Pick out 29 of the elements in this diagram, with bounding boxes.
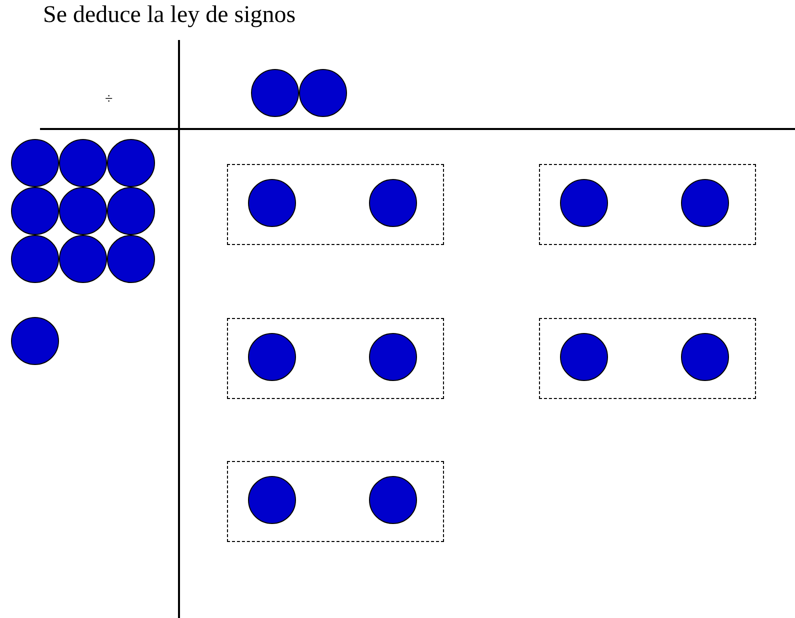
counter-circle [681, 333, 729, 381]
counter-circle [11, 317, 59, 365]
counter-circle [560, 333, 608, 381]
group-box [227, 318, 444, 399]
group-box [227, 461, 444, 542]
title: Se deduce la ley de signos [43, 2, 296, 29]
group-box [227, 164, 444, 245]
counter-circle [11, 187, 59, 235]
group-box [539, 318, 756, 399]
counter-circle [560, 179, 608, 227]
counter-circle [248, 476, 296, 524]
counter-circle [248, 179, 296, 227]
counter-circle [11, 235, 59, 283]
counter-circle [107, 235, 155, 283]
counter-circle [59, 139, 107, 187]
counter-circle [369, 333, 417, 381]
counter-circle [107, 139, 155, 187]
counter-circle [681, 179, 729, 227]
counter-circle [251, 69, 299, 117]
counter-circle [107, 187, 155, 235]
counter-circle [299, 69, 347, 117]
counter-circle [11, 139, 59, 187]
counter-circle [369, 476, 417, 524]
division-sign: ÷ [105, 92, 113, 108]
counter-circle [59, 187, 107, 235]
counter-circle [248, 333, 296, 381]
counter-circle [369, 179, 417, 227]
group-box [539, 164, 756, 245]
counter-circle [59, 235, 107, 283]
